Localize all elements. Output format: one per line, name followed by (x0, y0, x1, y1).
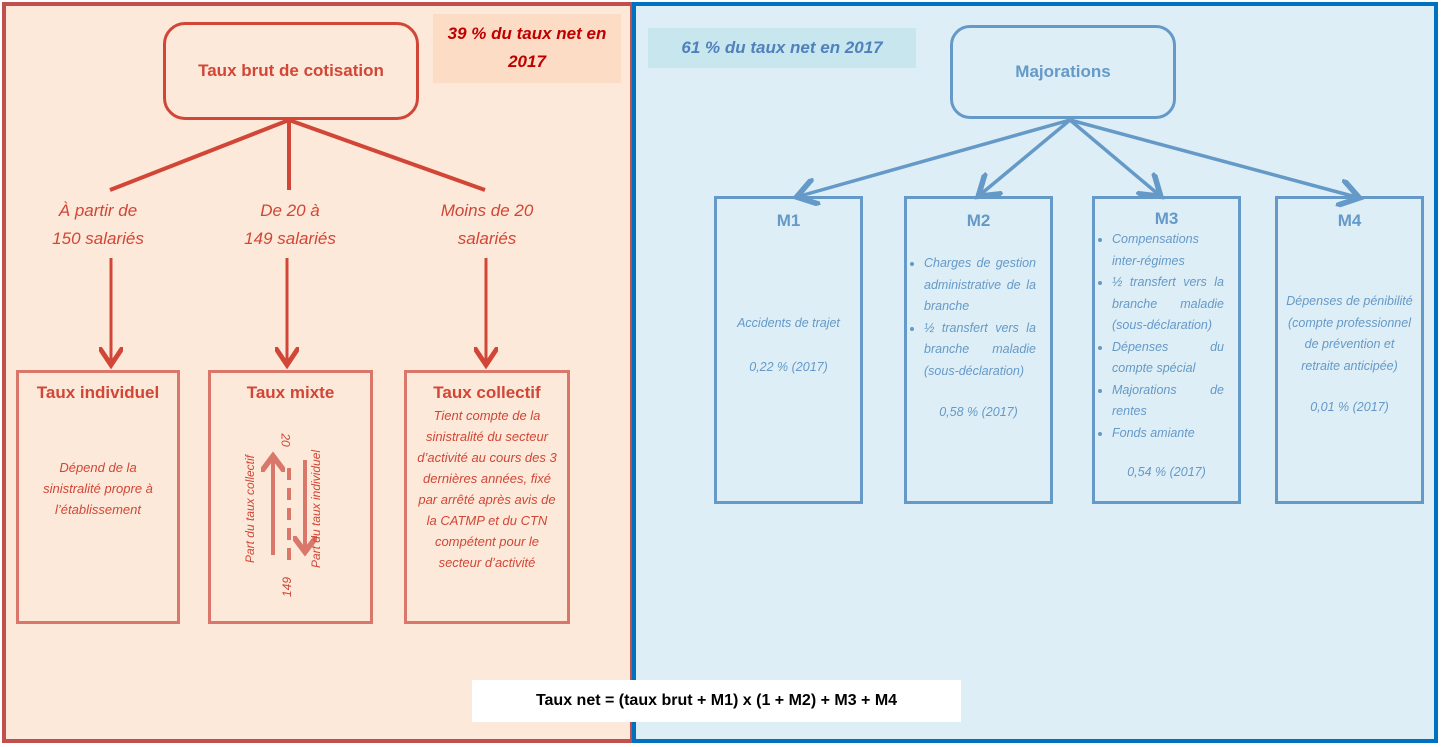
box-title: Taux individuel (36, 383, 160, 402)
m2-box: M2 Charges de gestion administrative de … (904, 196, 1053, 504)
box-title: M1 (776, 211, 801, 230)
category-150-plus: À partir de 150 salariés (13, 197, 183, 253)
list-item: Charges de gestion administrative de la … (924, 253, 1036, 318)
list-item: Fonds amiante (1112, 423, 1224, 445)
box-value: 0,01 % (2017) (1310, 400, 1389, 414)
box-value: 0,54 % (2017) (1127, 465, 1206, 479)
taux-mixte-box: Taux mixte (208, 370, 373, 624)
category-line: 149 salariés (244, 229, 336, 248)
box-value: 0,22 % (2017) (749, 359, 828, 374)
m1-box: M1 Accidents de trajet 0,22 % (2017) (714, 196, 863, 504)
box-title: Taux collectif (433, 383, 541, 402)
m3-box: M3 Compensations inter-régimes ½ transfe… (1092, 196, 1241, 504)
box-description: Accidents de trajet (737, 316, 840, 330)
category-line: À partir de (58, 201, 138, 220)
brut-share-note: 39 % du taux net en 2017 (433, 14, 621, 83)
category-20-149: De 20 à 149 salariés (205, 197, 375, 253)
collectif-share-label: Part du taux collectif (243, 454, 258, 564)
box-description: Dépend de la sinistralité propre à l’éta… (43, 460, 153, 517)
m4-box: M4 Dépenses de pénibilité (compte profes… (1275, 196, 1424, 504)
brut-rate-label: Taux brut de cotisation (198, 61, 384, 80)
category-line: Moins de 20 (440, 201, 534, 220)
brut-rate-node: Taux brut de cotisation (163, 22, 419, 120)
taux-collectif-box: Taux collectif Tient compte de la sinist… (404, 370, 570, 624)
category-line: 150 salariés (52, 229, 144, 248)
category-line: De 20 à (260, 201, 320, 220)
list-item: ½ transfert vers la branche maladie (sou… (924, 318, 1036, 383)
box-title: Taux mixte (246, 383, 335, 402)
m3-item-list: Compensations inter-régimes ½ transfert … (1095, 229, 1224, 444)
majorations-share-note: 61 % du taux net en 2017 (648, 28, 916, 68)
category-under-20: Moins de 20 salariés (402, 197, 572, 253)
m2-item-list: Charges de gestion administrative de la … (907, 253, 1036, 382)
box-description: Dépenses de pénibilité (compte professio… (1286, 294, 1413, 373)
box-title: M2 (966, 211, 991, 230)
list-item: Dépenses du compte spécial (1112, 337, 1224, 380)
box-description: Tient compte de la sinistralité du secte… (417, 408, 557, 570)
individuel-share-label: Part du taux individuel (309, 449, 324, 569)
bound-upper: 20 (278, 433, 293, 447)
box-value: 0,58 % (2017) (939, 405, 1018, 419)
bound-lower: 149 (280, 576, 295, 598)
list-item: Majorations de rentes (1112, 380, 1224, 423)
box-title: M3 (1154, 209, 1179, 228)
net-rate-formula: Taux net = (taux brut + M1) x (1 + M2) +… (472, 680, 961, 722)
taux-individuel-box: Taux individuel Dépend de la sinistralit… (16, 370, 180, 624)
majorations-node: Majorations (950, 25, 1176, 119)
majorations-label: Majorations (1015, 62, 1111, 81)
list-item: Compensations inter-régimes (1112, 229, 1224, 272)
box-title: M4 (1337, 211, 1362, 230)
list-item: ½ transfert vers la branche maladie (sou… (1112, 272, 1224, 337)
category-line: salariés (457, 229, 517, 248)
